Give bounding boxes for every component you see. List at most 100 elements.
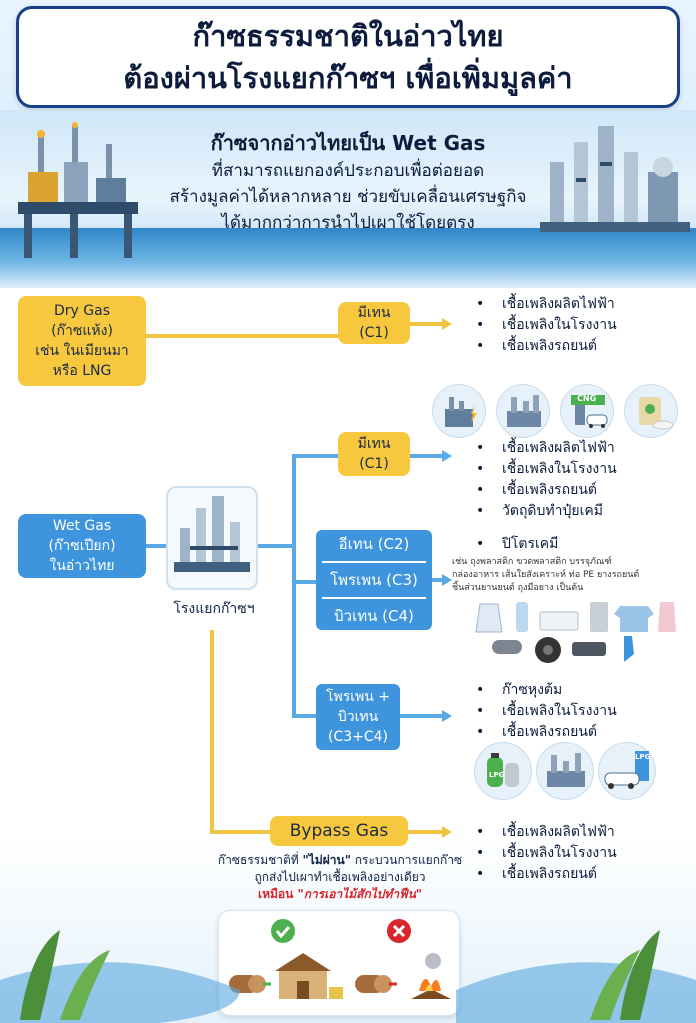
plant-label: โรงแยกก๊าซฯ [173, 601, 255, 617]
methane-uses: เชื้อเพลิงผลิตไฟฟ้า เชื้อเพลิงในโรงงาน เ… [474, 438, 617, 522]
title-line-1: ก๊าซธรรมชาติในอ่าวไทย [192, 19, 504, 53]
gas-separation-plant-icon [166, 486, 258, 590]
methane-arrow-line [410, 454, 444, 458]
title-box: ก๊าซธรรมชาติในอ่าวไทย ต้องผ่านโรงแยกก๊าซ… [16, 6, 680, 108]
wet-gas-thai: (ก๊าซเปียก) [48, 538, 116, 554]
c2c4-branch-in [292, 580, 316, 584]
dry-methane-box: มีเทน (C1) [338, 302, 410, 344]
petrochemical-note-2: กล่องอาหาร เส้นใยสังเคราะห์ ท่อ PE ยางรถ… [452, 570, 640, 580]
lpg-station-label: LPG [635, 753, 651, 761]
bypass-desc-1-post: กระบวนการแยกก๊าซ [350, 853, 463, 867]
list-item: เชื้อเพลิงรถยนต์ [474, 480, 617, 501]
lpg-cylinder-label: LPG [489, 771, 505, 779]
bottom-decoration [0, 930, 696, 1023]
butane-label: บิวเทน (C4) [334, 607, 414, 626]
bypass-desc-line-1: ก๊าซธรรมชาติที่ "ไม่ผ่าน" กระบวนการแยกก๊… [190, 852, 490, 869]
dry-methane-arrow-line [410, 322, 444, 326]
bypass-arrow-line [408, 830, 444, 834]
c2c4-arrow-head [442, 574, 452, 586]
wet-gas-connector [146, 544, 170, 548]
bypass-uses: เชื้อเพลิงผลิตไฟฟ้า เชื้อเพลิงในโรงงาน เ… [474, 822, 617, 885]
dry-gas-connector [146, 334, 338, 338]
factory-icon [536, 742, 594, 800]
bypass-desc-line-2: ถูกส่งไปเผาทำเชื้อเพลิงอย่างเดียว [254, 870, 426, 884]
lpg-formula: (C3+C4) [327, 729, 389, 745]
propane-label: โพรเพน (C3) [330, 570, 418, 589]
list-item: วัตถุดิบทำปุ๋ยเคมี [474, 501, 617, 522]
dry-methane-formula: (C1) [359, 325, 389, 341]
intro-heading: ก๊าซจากอ่าวไทยเป็น Wet Gas [210, 131, 486, 155]
list-item: เชื้อเพลิงรถยนต์ [474, 722, 617, 743]
offshore-rig-illustration [18, 122, 138, 258]
bypass-arrow-head [442, 826, 452, 838]
c2c4-box: อีเทน (C2) โพรเพน (C3) บิวเทน (C4) [316, 530, 432, 630]
refinery-illustration [540, 126, 690, 232]
petrochemical-note-1: เช่น ถุงพลาสติก ขวดพลาสติก บรรจุภัณฑ์ [452, 557, 612, 567]
power-plant-icon [432, 384, 486, 438]
bypass-gas-label: Bypass Gas [289, 821, 389, 841]
intro-text: ก๊าซจากอ่าวไทยเป็น Wet Gas ที่สามารถแยกอ… [150, 128, 546, 236]
petrochemical-products-icons [475, 602, 676, 663]
lpg-cylinder-icon: LPG [474, 742, 532, 800]
list-item: เชื้อเพลิงรถยนต์ [474, 336, 617, 357]
bypass-desc-1-emphasis: "ไม่ผ่าน" [302, 853, 351, 867]
methane-branch-in [292, 454, 338, 458]
list-item: เชื้อเพลิงในโรงงาน [474, 315, 617, 336]
dry-gas-example-2: หรือ LNG [52, 363, 112, 379]
c2c4-divider [322, 597, 426, 600]
list-item: เชื้อเพลิงผลิตไฟฟ้า [474, 822, 617, 843]
bypass-vertical-line [210, 630, 214, 834]
list-item: เชื้อเพลิงในโรงงาน [474, 843, 617, 864]
dry-gas-label: Dry Gas [54, 303, 110, 319]
lpg-uses: ก๊าซหุงต้ม เชื้อเพลิงในโรงงาน เชื้อเพลิง… [474, 680, 617, 743]
intro-line-3: สร้างมูลค่าได้หลากหลาย ช่วยขับเคลื่อนเศร… [169, 187, 527, 207]
cng-label: CNG [577, 394, 597, 403]
petrochemical-note-3: ชิ้นส่วนยานยนต์ ถุงมือยาง เป็นต้น [452, 583, 584, 593]
list-item: เชื้อเพลิงในโรงงาน [474, 701, 617, 722]
teak-comparison-illustration [229, 919, 451, 999]
methane-box: มีเทน (C1) [338, 432, 410, 476]
lpg-butane: บิวเทน [337, 709, 379, 725]
fertilizer-icon [624, 384, 678, 438]
cng-station-icon: CNG [560, 384, 614, 438]
c2c4-divider [322, 560, 426, 563]
bypass-description: ก๊าซธรรมชาติที่ "ไม่ผ่าน" กระบวนการแยกก๊… [190, 852, 490, 903]
lpg-arrow-line [400, 714, 444, 718]
bypass-desc-line-3: เหมือน "การเอาไม้สักไปทำฟืน" [190, 886, 490, 903]
factory-icon [496, 384, 550, 438]
check-icon [271, 919, 295, 943]
plant-output-connector [258, 544, 294, 548]
dry-gas-uses: เชื้อเพลิงผลิตไฟฟ้า เชื้อเพลิงในโรงงาน เ… [474, 294, 617, 357]
c2c4-arrow-line [432, 578, 444, 582]
intro-line-4: ได้มากกว่าการนำไปเผาใช้โดยตรง [221, 213, 475, 233]
list-item: เชื้อเพลิงในโรงงาน [474, 459, 617, 480]
bypass-connector [210, 830, 272, 834]
dry-methane-label: มีเทน [357, 305, 391, 321]
bypass-gas-box: Bypass Gas [270, 816, 408, 846]
methane-arrow-head [442, 450, 452, 462]
wet-gas-location: ในอ่าวไทย [49, 558, 115, 574]
petrochemical-examples: เช่น ถุงพลาสติก ขวดพลาสติก บรรจุภัณฑ์ กล… [452, 556, 688, 595]
wet-gas-box: Wet Gas (ก๊าซเปียก) ในอ่าวไทย [18, 514, 146, 578]
sea-background [0, 228, 696, 288]
list-item: เชื้อเพลิงผลิตไฟฟ้า [474, 438, 617, 459]
blue-trunk-line [292, 454, 296, 716]
teak-comparison-card [218, 910, 460, 1016]
list-item: ปิโตรเคมี [474, 534, 558, 555]
methane-label: มีเทน [357, 436, 391, 452]
methane-formula: (C1) [359, 456, 389, 472]
lpg-branch-in [292, 714, 316, 718]
dry-gas-example-1: เช่น ในเมียนมา [35, 343, 129, 359]
lpg-arrow-head [442, 710, 452, 722]
list-item: เชื้อเพลิงผลิตไฟฟ้า [474, 294, 617, 315]
dry-methane-arrow-head [442, 318, 452, 330]
wet-gas-label: Wet Gas [52, 518, 112, 534]
lpg-propane: โพรเพน + [325, 689, 391, 705]
dry-gas-box: Dry Gas (ก๊าซแห้ง) เช่น ในเมียนมา หรือ L… [18, 296, 146, 386]
ethane-label: อีเทน (C2) [338, 534, 410, 553]
title-line-2: ต้องผ่านโรงแยกก๊าซฯ เพื่อเพิ่มมูลค่า [123, 61, 573, 95]
petrochemical-use: ปิโตรเคมี [474, 534, 558, 555]
bypass-desc-3-emphasis: "การเอาไม้สักไปทำฟืน" [297, 887, 423, 901]
list-item: เชื้อเพลิงรถยนต์ [474, 864, 617, 885]
bypass-desc-3-pre: เหมือน [257, 887, 298, 901]
